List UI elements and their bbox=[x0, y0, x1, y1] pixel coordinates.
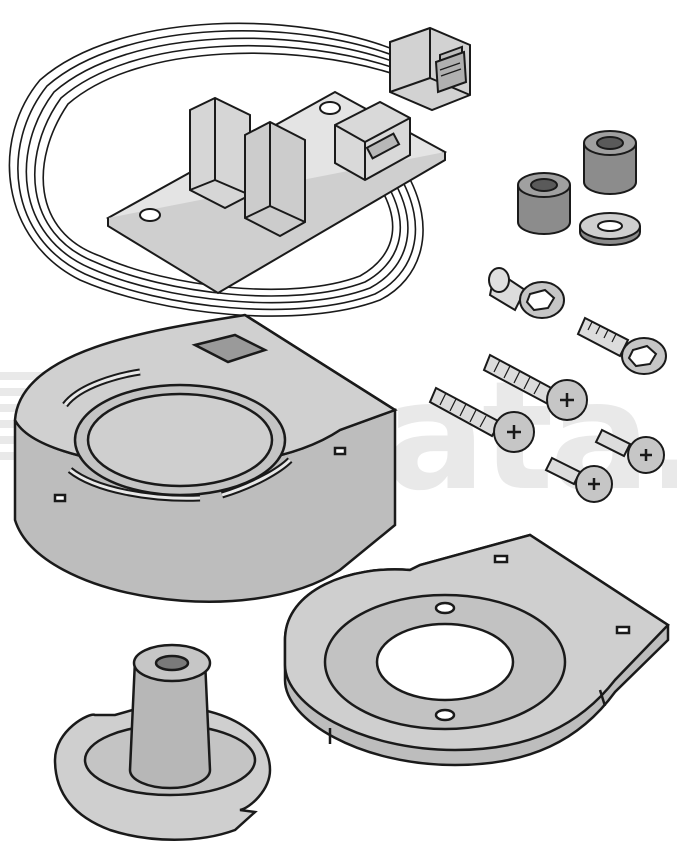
phillips-screw-icon bbox=[482, 353, 588, 421]
optical-sensor-board-icon bbox=[106, 90, 448, 295]
washer-icon bbox=[579, 212, 641, 246]
wire-harness-connector-icon bbox=[8, 22, 424, 317]
socket-cap-screw-icon bbox=[488, 267, 565, 319]
spacer-sleeve-icon bbox=[517, 172, 571, 235]
spacer-sleeve-tall-icon bbox=[583, 130, 637, 195]
cable-end-connector-icon bbox=[389, 26, 471, 112]
phillips-screw-4-icon bbox=[544, 456, 613, 503]
mounting-plate-icon bbox=[283, 533, 670, 767]
phillips-screw-2-icon bbox=[428, 386, 535, 453]
socket-cap-screw-long-icon bbox=[576, 316, 667, 375]
encoder-housing-icon bbox=[13, 313, 398, 603]
phillips-screw-3-icon bbox=[594, 428, 665, 474]
encoder-hub-disc-icon bbox=[53, 643, 272, 841]
